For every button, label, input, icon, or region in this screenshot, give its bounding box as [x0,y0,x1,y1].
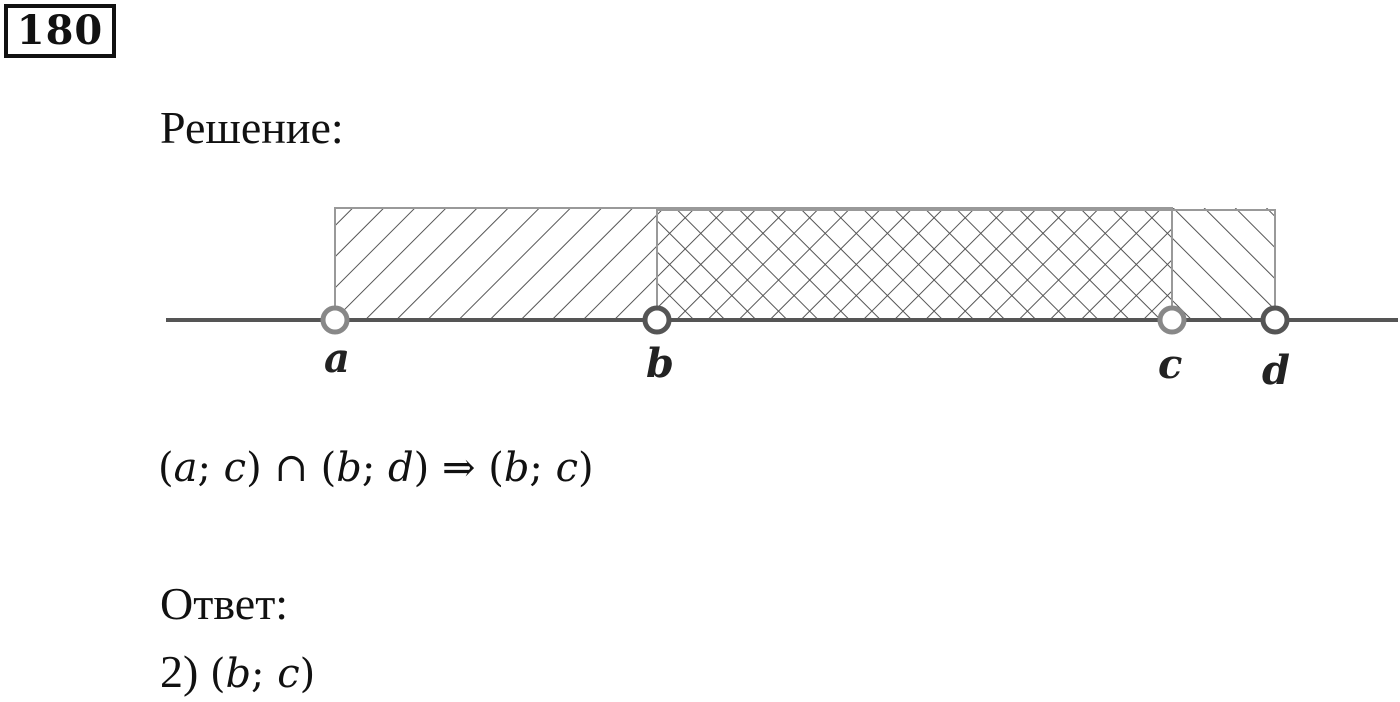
point-a-marker [320,305,350,335]
interval-b-d-hatch [657,208,1275,320]
answer-var-b: b [225,651,252,697]
answer-paren-close: ) [299,651,316,697]
answer-label: Ответ: [160,578,289,629]
answer-var-c: c [277,651,300,697]
point-c-marker [1157,305,1187,335]
intersection-formula: (a; c) ∩ (b; d) ⇒ (b; c) [158,438,594,498]
formula-paren-open: ( [158,445,174,491]
point-b-marker [642,305,672,335]
formula-paren-close: ) [578,445,594,491]
formula-separator: ; [361,445,389,491]
formula-var-b: b [503,445,530,491]
answer-paren-open: ( [209,651,226,697]
task-number-badge: 180 [4,4,116,58]
interval-b-d-outline [656,209,1276,320]
formula-intersection-sign: ) ∩ ( [246,445,337,491]
point-a-label: a [324,335,350,382]
answer-option-number: 2) [160,646,210,697]
formula-var-a: a [173,445,198,491]
formula-implies-sign: ) ⇒ ( [413,445,504,491]
answer-separator: ; [251,651,278,697]
formula-var-d: d [388,445,414,491]
point-c-label: c [1158,341,1182,388]
solution-heading: Решение: [160,102,344,153]
interval-a-c-outline [334,207,1173,320]
answer-value: 2) (b; c) [160,644,315,702]
point-d-marker [1260,305,1290,335]
formula-var-c: c [223,445,247,491]
point-b-label: b [646,340,674,387]
formula-var-c: c [555,445,579,491]
point-d-label: d [1262,347,1290,394]
formula-separator: ; [529,445,556,491]
formula-var-b: b [336,445,362,491]
formula-separator: ; [197,445,224,491]
answer-interval: (b; c) [210,651,315,697]
